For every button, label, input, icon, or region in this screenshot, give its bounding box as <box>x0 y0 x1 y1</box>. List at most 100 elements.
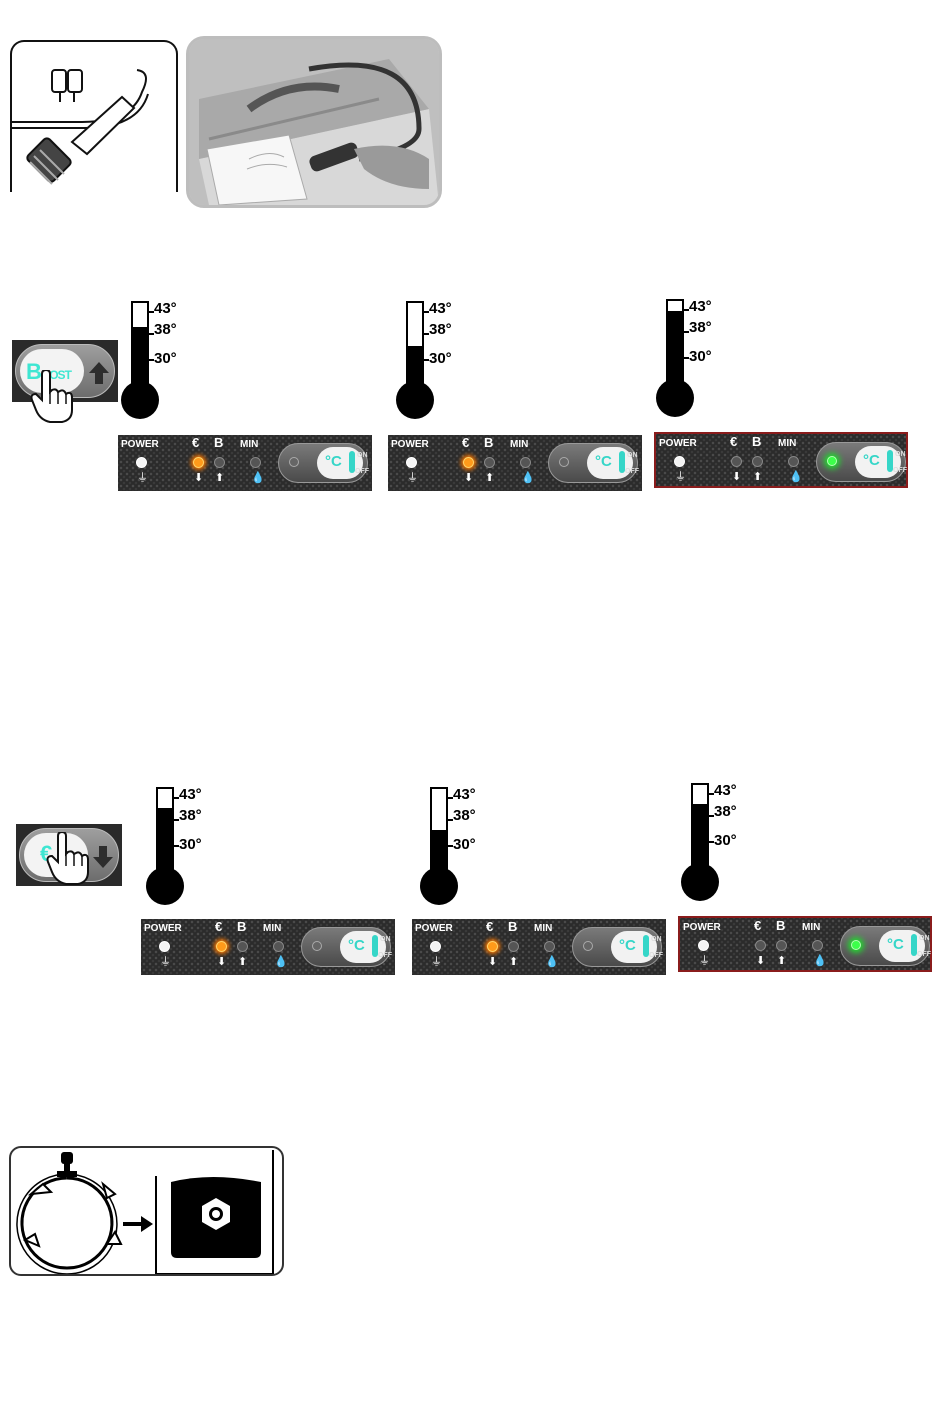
power-label: POWER <box>121 439 159 450</box>
on-off-switch[interactable]: °C ON OFF <box>572 927 662 967</box>
boost-indicator-label: B <box>484 435 493 450</box>
thermo-label-38: 38° <box>453 807 476 824</box>
min-led <box>273 941 284 952</box>
eco-led <box>487 941 498 952</box>
power-led <box>159 941 170 952</box>
min-led <box>520 457 531 468</box>
boost-led <box>776 940 787 951</box>
plug-icon: ⏚ <box>431 957 442 968</box>
switch-led <box>312 941 322 951</box>
arrow-up-icon: ⬆ <box>485 473 494 484</box>
power-label: POWER <box>415 923 453 934</box>
celsius-label: °C <box>348 937 365 954</box>
on-off-switch[interactable]: °C ON OFF <box>301 927 391 967</box>
arrow-up-icon: ⬆ <box>215 473 224 484</box>
arrow-down-icon: ⬇ <box>756 956 765 967</box>
thermometer-1: 43° 38° 30° <box>120 298 240 418</box>
handpiece-drawing <box>12 42 176 192</box>
drop-icon: 💧 <box>813 956 827 967</box>
boost-indicator-label: B <box>214 435 223 450</box>
switch-led <box>851 940 861 950</box>
min-label: MIN <box>802 922 820 933</box>
drop-icon: 💧 <box>521 473 535 484</box>
off-label: OFF <box>355 468 369 475</box>
thermo-label-43: 43° <box>714 782 737 799</box>
thermo-label-38: 38° <box>689 319 712 336</box>
eco-button[interactable]: € <box>16 824 122 886</box>
thermo-label-38: 38° <box>714 803 737 820</box>
arrow-down-icon: ⬇ <box>217 957 226 968</box>
eco-led <box>463 457 474 468</box>
control-panel-1: POWER € B MIN ⏚ ⬇ ⬆ 💧 °C ON OFF <box>118 435 372 491</box>
power-led <box>406 457 417 468</box>
arrow-down-icon <box>92 845 114 869</box>
boost-indicator-label: B <box>776 918 785 933</box>
reservoir-illustration <box>9 1146 284 1276</box>
min-label: MIN <box>240 439 258 450</box>
eco-label: € <box>754 918 761 933</box>
eco-led <box>193 457 204 468</box>
min-label: MIN <box>778 438 796 449</box>
eco-label: € <box>730 434 737 449</box>
power-label: POWER <box>391 439 429 450</box>
power-led <box>430 941 441 952</box>
off-label: OFF <box>625 468 639 475</box>
thermo-label-38: 38° <box>154 321 177 338</box>
arrow-down-icon: ⬇ <box>732 472 741 483</box>
min-led <box>544 941 555 952</box>
thermo-label-38: 38° <box>179 807 202 824</box>
celsius-label: °C <box>325 453 342 470</box>
switch-led <box>289 457 299 467</box>
boost-led <box>484 457 495 468</box>
control-panel-4: POWER € B MIN ⏚ ⬇ ⬆ 💧 °C ON OFF <box>141 919 395 975</box>
on-label: ON <box>627 452 638 459</box>
off-label: OFF <box>917 951 931 958</box>
arrow-down-icon: ⬇ <box>464 473 473 484</box>
thermo-label-38: 38° <box>429 321 452 338</box>
eco-led <box>731 456 742 467</box>
hand-pointer-icon <box>30 370 74 424</box>
thermo-label-30: 30° <box>453 836 476 853</box>
arrow-up-icon: ⬆ <box>753 472 762 483</box>
celsius-label: °C <box>863 452 880 469</box>
eco-label: € <box>215 919 222 934</box>
min-led <box>812 940 823 951</box>
on-off-switch[interactable]: °C ON OFF <box>840 926 930 966</box>
on-off-switch[interactable]: °C ON OFF <box>278 443 368 483</box>
drop-icon: 💧 <box>274 957 288 968</box>
boost-button[interactable]: BOOST <box>12 340 118 402</box>
control-panel-6: POWER € B MIN ⏚ ⬇ ⬆ 💧 °C ON OFF <box>678 916 932 972</box>
thermo-label-43: 43° <box>179 786 202 803</box>
on-off-switch[interactable]: °C ON OFF <box>548 443 638 483</box>
boost-led <box>752 456 763 467</box>
tray-drawing <box>189 39 439 205</box>
min-label: MIN <box>534 923 552 934</box>
switch-led <box>559 457 569 467</box>
boost-indicator-label: B <box>752 434 761 449</box>
eco-led <box>216 941 227 952</box>
switch-led <box>827 456 837 466</box>
boost-led <box>237 941 248 952</box>
drop-icon: 💧 <box>251 473 265 484</box>
drop-icon: 💧 <box>789 472 803 483</box>
on-label: ON <box>895 451 906 458</box>
thermo-label-43: 43° <box>453 786 476 803</box>
thermometer-3: 43° 38° 30° <box>655 296 775 416</box>
tray-photo <box>186 36 442 208</box>
thermometer-5: 43° 38° 30° <box>419 784 539 904</box>
eco-label: € <box>192 435 199 450</box>
boost-led <box>214 457 225 468</box>
thermo-label-30: 30° <box>429 350 452 367</box>
plug-icon: ⏚ <box>699 956 710 967</box>
thermo-label-30: 30° <box>714 832 737 849</box>
arrow-down-icon: ⬇ <box>488 957 497 968</box>
eco-led <box>755 940 766 951</box>
drop-icon: 💧 <box>545 957 559 968</box>
plug-icon: ⏚ <box>137 473 148 484</box>
eco-label: € <box>486 919 493 934</box>
min-label: MIN <box>263 923 281 934</box>
on-label: ON <box>919 935 930 942</box>
min-label: MIN <box>510 439 528 450</box>
boost-indicator-label: B <box>508 919 517 934</box>
on-off-switch[interactable]: °C ON OFF <box>816 442 906 482</box>
